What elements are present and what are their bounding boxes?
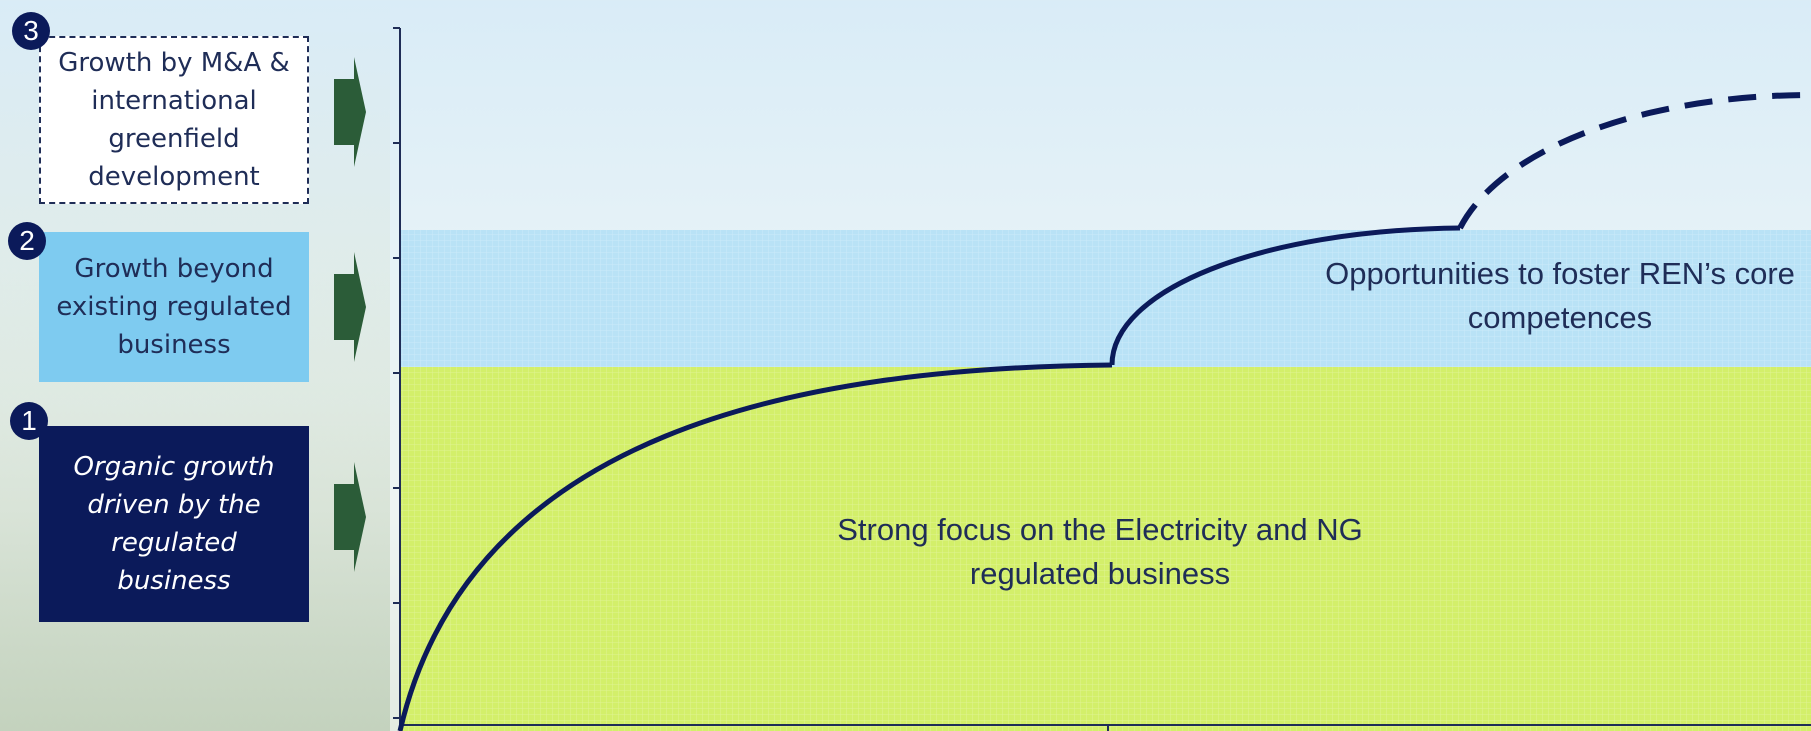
stage-2-badge: 2 <box>8 222 46 260</box>
core-business-label: Strong focus on the Electricity and NG r… <box>837 512 1363 591</box>
growth-curve-stage1 <box>397 362 1113 731</box>
arrow-right-icon <box>334 462 366 572</box>
arrow-right-icon <box>334 252 366 362</box>
stage-3-badge: 3 <box>12 12 50 50</box>
opportunities-label: Opportunities to foster REN’s core compe… <box>1325 256 1795 335</box>
opportunities-band-grid <box>400 230 1811 367</box>
arrow-right-icon <box>334 57 366 167</box>
stage-1-badge: 1 <box>10 402 48 440</box>
stage-1-box: Organic growth driven by the regulated b… <box>39 426 309 622</box>
growth-curve-stage2 <box>1109 225 1461 366</box>
y-axis-ticks <box>393 27 400 719</box>
growth-curve-stage3 <box>1457 92 1811 230</box>
stage-1-text: Organic growth driven by the regulated b… <box>73 452 275 596</box>
stage-2-text: Growth beyond existing regulated busines… <box>56 254 292 360</box>
stage-2-box: Growth beyond existing regulated busines… <box>39 232 309 382</box>
stage-3-box: Growth by M&A & international greenfield… <box>39 36 309 204</box>
core-band-grid <box>400 367 1811 731</box>
stage-3-text: Growth by M&A & international greenfield… <box>58 48 290 192</box>
